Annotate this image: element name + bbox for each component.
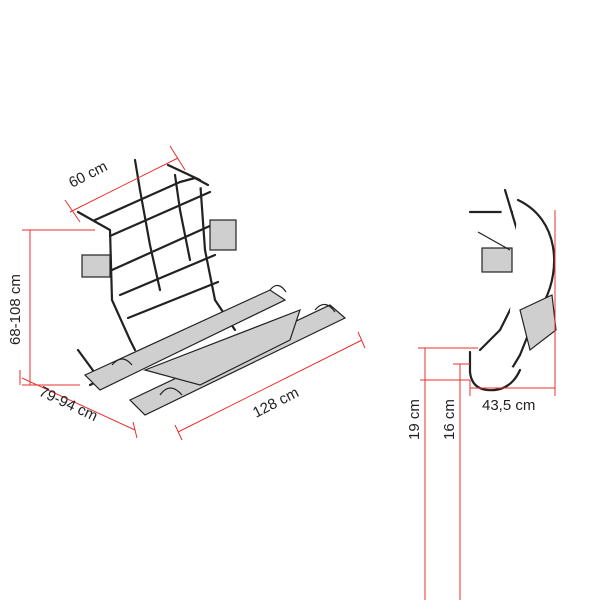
label-43-5cm: 43,5 cm <box>482 397 535 414</box>
mount-plate <box>81 254 111 278</box>
rail-rear <box>83 289 287 391</box>
label-16cm: 16 cm <box>441 399 458 440</box>
rail-plate <box>143 308 301 386</box>
side-mount-plate <box>481 247 513 273</box>
rack-front-view <box>76 158 347 416</box>
label-68-108cm: 68-108 cm <box>7 274 24 345</box>
label-79-94cm: 79-94 cm <box>36 383 100 425</box>
rack-side-view <box>468 188 557 392</box>
mount-plate-right <box>209 219 237 251</box>
label-60cm: 60 cm <box>66 158 110 192</box>
dimension-lines <box>19 145 556 600</box>
label-19cm: 19 cm <box>406 399 423 440</box>
label-128cm: 128 cm <box>250 384 302 421</box>
